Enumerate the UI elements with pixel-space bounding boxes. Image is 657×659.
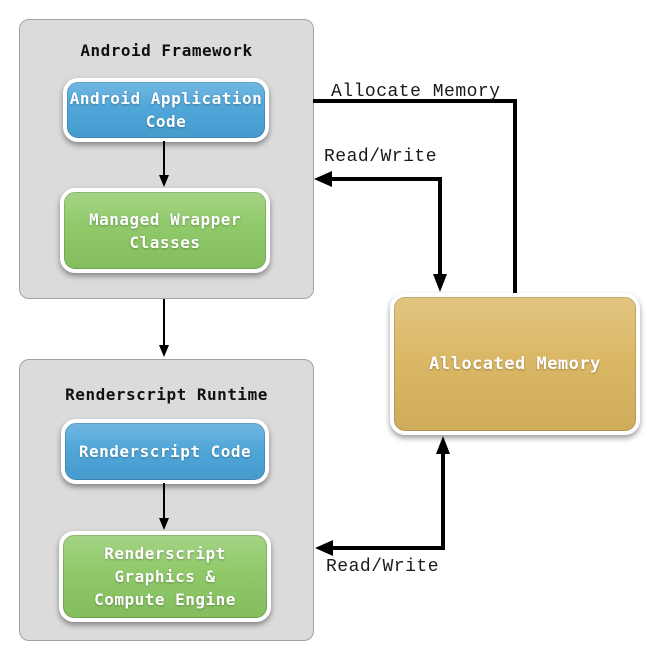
read-write-top-down-arrowhead bbox=[433, 274, 447, 292]
renderscript-code-box: Renderscript Code bbox=[61, 419, 269, 484]
allocated-memory-box: Allocated Memory bbox=[390, 293, 640, 435]
framework-to-runtime-arrowhead bbox=[159, 345, 169, 357]
renderscript-runtime-title: Renderscript Runtime bbox=[65, 385, 268, 404]
read-write-top-arrow bbox=[330, 177, 442, 276]
android-framework-title: Android Framework bbox=[80, 41, 253, 60]
allocate-memory-label: Allocate Memory bbox=[331, 82, 501, 102]
managed-wrapper-classes-box: Managed Wrapper Classes bbox=[60, 188, 270, 273]
android-framework-container: Android Framework Android Application Co… bbox=[19, 19, 314, 299]
read-write-bottom-label: Read/Write bbox=[326, 557, 440, 577]
read-write-bottom-arrow bbox=[330, 452, 445, 550]
read-write-bottom-up-arrowhead bbox=[436, 436, 450, 454]
read-write-bottom-left-arrowhead bbox=[315, 540, 333, 556]
android-application-code-box: Android Application Code bbox=[63, 78, 269, 142]
read-write-top-left-arrowhead bbox=[314, 171, 332, 187]
read-write-top-label: Read/Write bbox=[324, 147, 438, 167]
renderscript-engine-box: Renderscript Graphics & Compute Engine bbox=[59, 531, 271, 622]
renderscript-runtime-container: Renderscript Runtime Renderscript Code R… bbox=[19, 359, 314, 641]
allocate-memory-arrow bbox=[313, 99, 517, 293]
